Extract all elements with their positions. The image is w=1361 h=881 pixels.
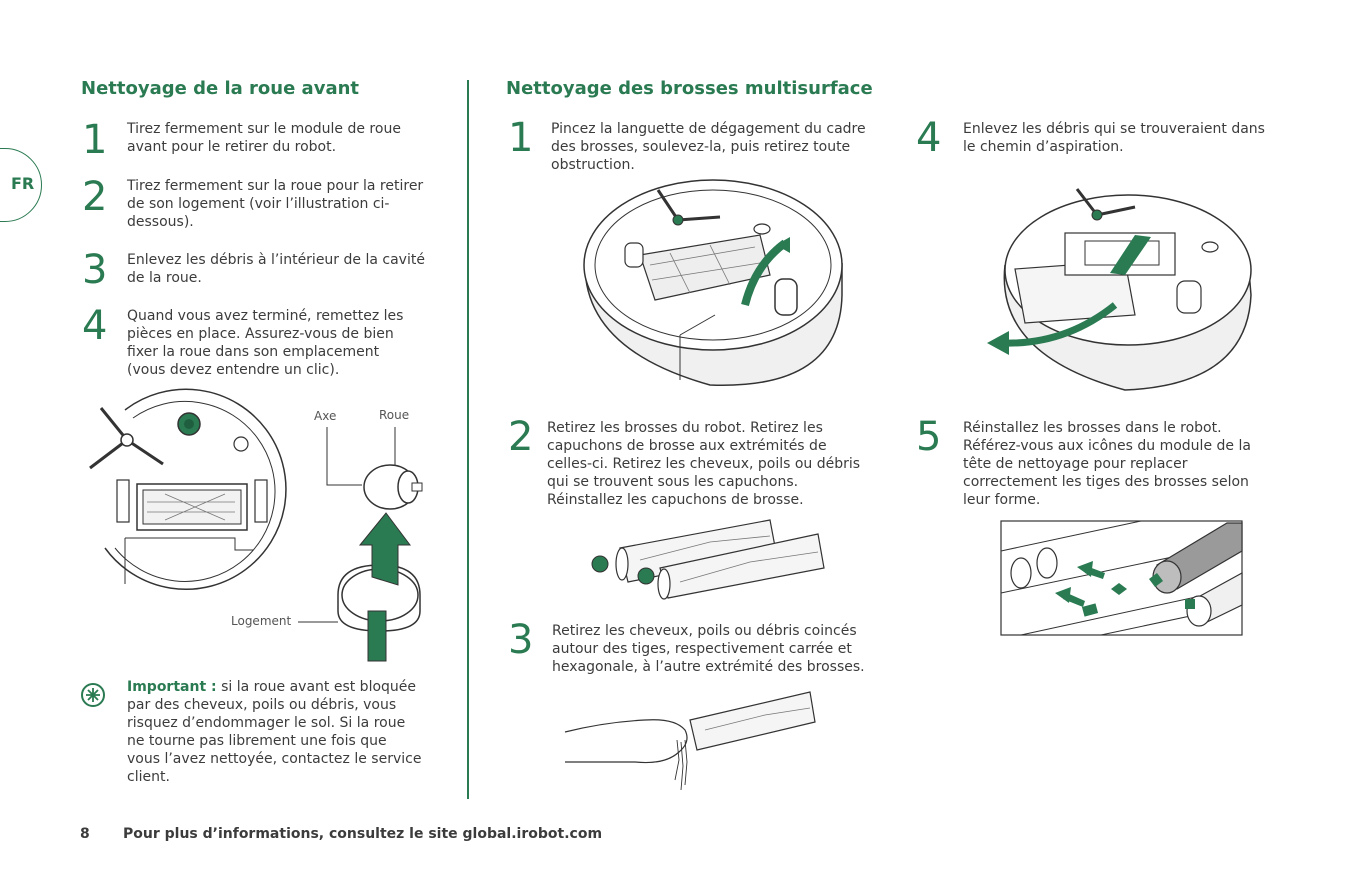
right-step-1-text: Pincez la languette de dégagement du cad… — [551, 121, 866, 173]
housing-leader-line — [298, 621, 338, 623]
right-step-5-number: 5 — [916, 414, 942, 460]
robot-underside-illustration — [89, 388, 287, 590]
important-icon — [81, 683, 105, 707]
left-step-3-number: 3 — [82, 247, 108, 293]
right-step-2-number: 2 — [508, 414, 534, 460]
hand-brush-illustration — [564, 691, 816, 791]
left-step-3-text: Enlevez les débris à l’intérieur de la c… — [127, 252, 425, 286]
right-step-2-text: Retirez les brosses du robot. Retirez le… — [547, 420, 861, 508]
right-step-3-text: Retirez les cheveux, poils ou débris coi… — [552, 623, 865, 675]
brush-install-detail-illustration — [1000, 520, 1243, 636]
brushes-illustration — [591, 519, 825, 600]
left-step-2-text: Tirez fermement sur la roue pour la reti… — [127, 178, 424, 230]
axle-label: Axe — [314, 409, 337, 423]
right-step-3-number: 3 — [508, 617, 534, 663]
column-divider — [467, 80, 469, 799]
footer-text: Pour plus d’informations, consultez le s… — [123, 826, 603, 842]
important-text: si la roue avant est bloquée par des che… — [127, 679, 422, 785]
language-tab-label: FR — [11, 174, 35, 193]
left-step-4-text: Quand vous avez terminé, remettez les pi… — [127, 308, 404, 378]
important-label: Important : — [127, 679, 217, 695]
left-section-title: Nettoyage de la roue avant — [81, 78, 360, 99]
important-note: Important : si la roue avant est bloquée… — [127, 678, 422, 786]
wheel-label: Roue — [379, 408, 410, 422]
brush-frame-illustration — [583, 179, 843, 386]
page-number: 8 — [80, 826, 90, 842]
right-step-5-text: Réinstallez les brosses dans le robot. R… — [963, 420, 1251, 508]
left-step-2-number: 2 — [82, 174, 108, 220]
right-step-4-text: Enlevez les débris qui se trouveraient d… — [963, 121, 1265, 155]
left-step-4-number: 4 — [82, 303, 108, 349]
right-step-4-number: 4 — [916, 115, 942, 161]
front-wheel-illustration — [326, 427, 423, 662]
debris-path-illustration — [987, 188, 1252, 391]
right-section-title: Nettoyage des brosses multisurface — [506, 78, 873, 99]
right-step-1-number: 1 — [508, 115, 534, 161]
left-step-1-text: Tirez fermement sur le module de roue av… — [127, 121, 401, 155]
housing-label: Logement — [231, 614, 292, 628]
left-step-1-number: 1 — [82, 117, 108, 163]
